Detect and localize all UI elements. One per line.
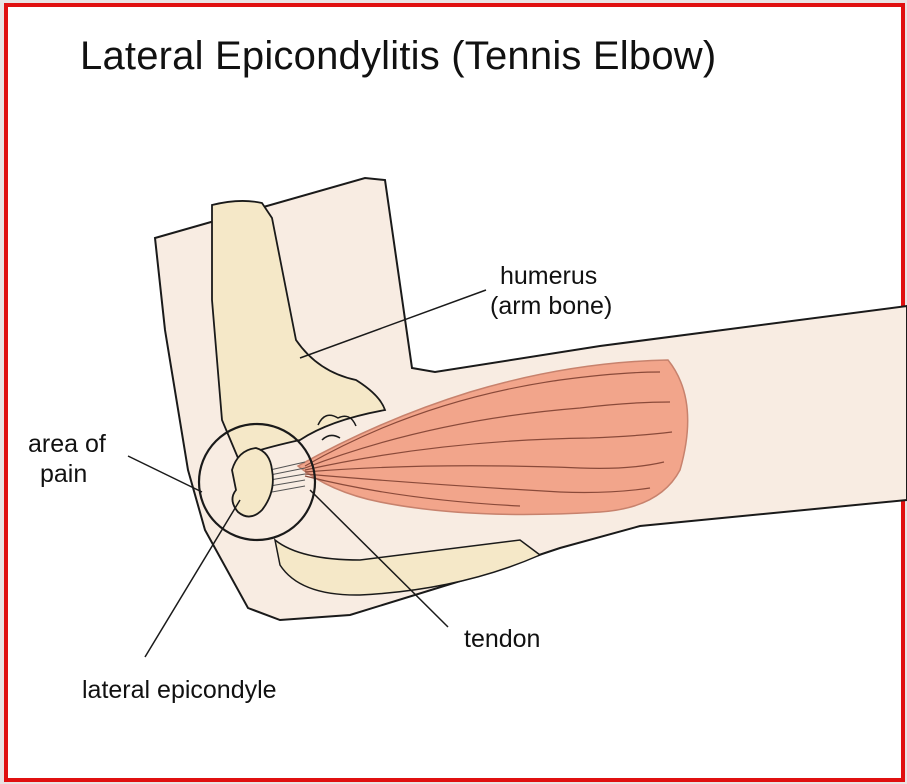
label-area-of-pain: area of <box>28 430 106 458</box>
label-area-of-pain-sub: pain <box>40 460 87 488</box>
label-humerus-sub: (arm bone) <box>490 292 612 320</box>
label-humerus: humerus <box>500 262 597 290</box>
label-tendon: tendon <box>464 625 540 653</box>
label-lateral-epicondyle: lateral epicondyle <box>82 676 277 704</box>
epicondyle-leader <box>145 500 240 657</box>
